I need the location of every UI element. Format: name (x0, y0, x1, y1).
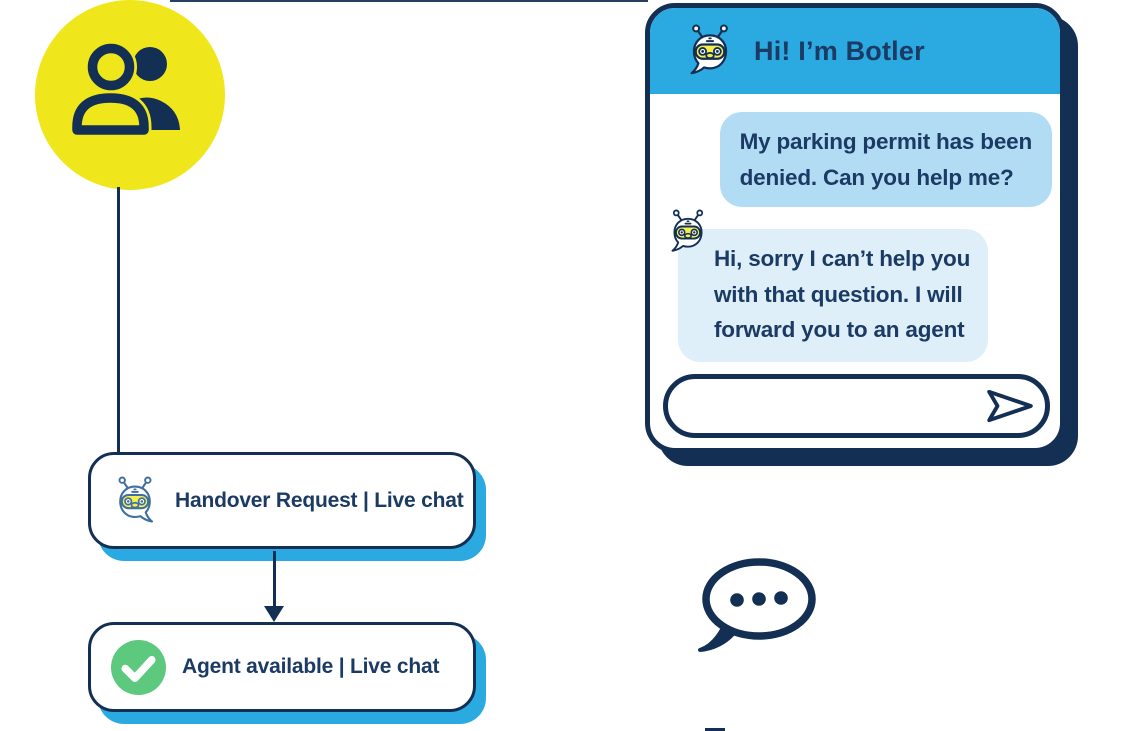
check-circle-icon (111, 639, 166, 695)
chat-input-bar (663, 374, 1050, 438)
arrow-head-icon (264, 606, 284, 622)
paper-plane-icon (987, 389, 1033, 423)
bot-message-row: Hi, sorry I can’t help you with that que… (666, 209, 1052, 362)
chat-header: Hi! I’m Botler (650, 8, 1060, 94)
flow-node-agent[interactable]: Agent available | Live chat (88, 622, 476, 712)
connector-line-user-to-handover (117, 187, 120, 453)
connector-arrow-line (273, 551, 276, 608)
flow-node-handover[interactable]: Handover Request | Live chat (88, 452, 476, 549)
chat-messages: My parking permit has been denied. Can y… (650, 94, 1060, 362)
flow-node-label: Agent available | Live chat (182, 655, 440, 678)
typing-speech-bubble-icon (698, 558, 816, 652)
bottom-edge-mark (705, 728, 725, 731)
flow-node-label: Handover Request | Live chat (175, 488, 464, 512)
bot-avatar-icon (671, 209, 704, 252)
bot-avatar-icon (118, 475, 153, 523)
user-message-bubble: My parking permit has been denied. Can y… (719, 112, 1052, 208)
chat-title: Hi! I’m Botler (754, 35, 925, 66)
users-badge (35, 0, 225, 190)
people-icon (72, 41, 180, 135)
bot-avatar-icon (690, 24, 728, 75)
bot-message-bubble: Hi, sorry I can’t help you with that que… (678, 229, 989, 362)
chat-window: Hi! I’m Botler My parking permit has bee… (645, 3, 1065, 453)
top-connector-line (170, 0, 648, 2)
send-button[interactable] (985, 385, 1035, 427)
chat-input[interactable] (690, 393, 985, 419)
